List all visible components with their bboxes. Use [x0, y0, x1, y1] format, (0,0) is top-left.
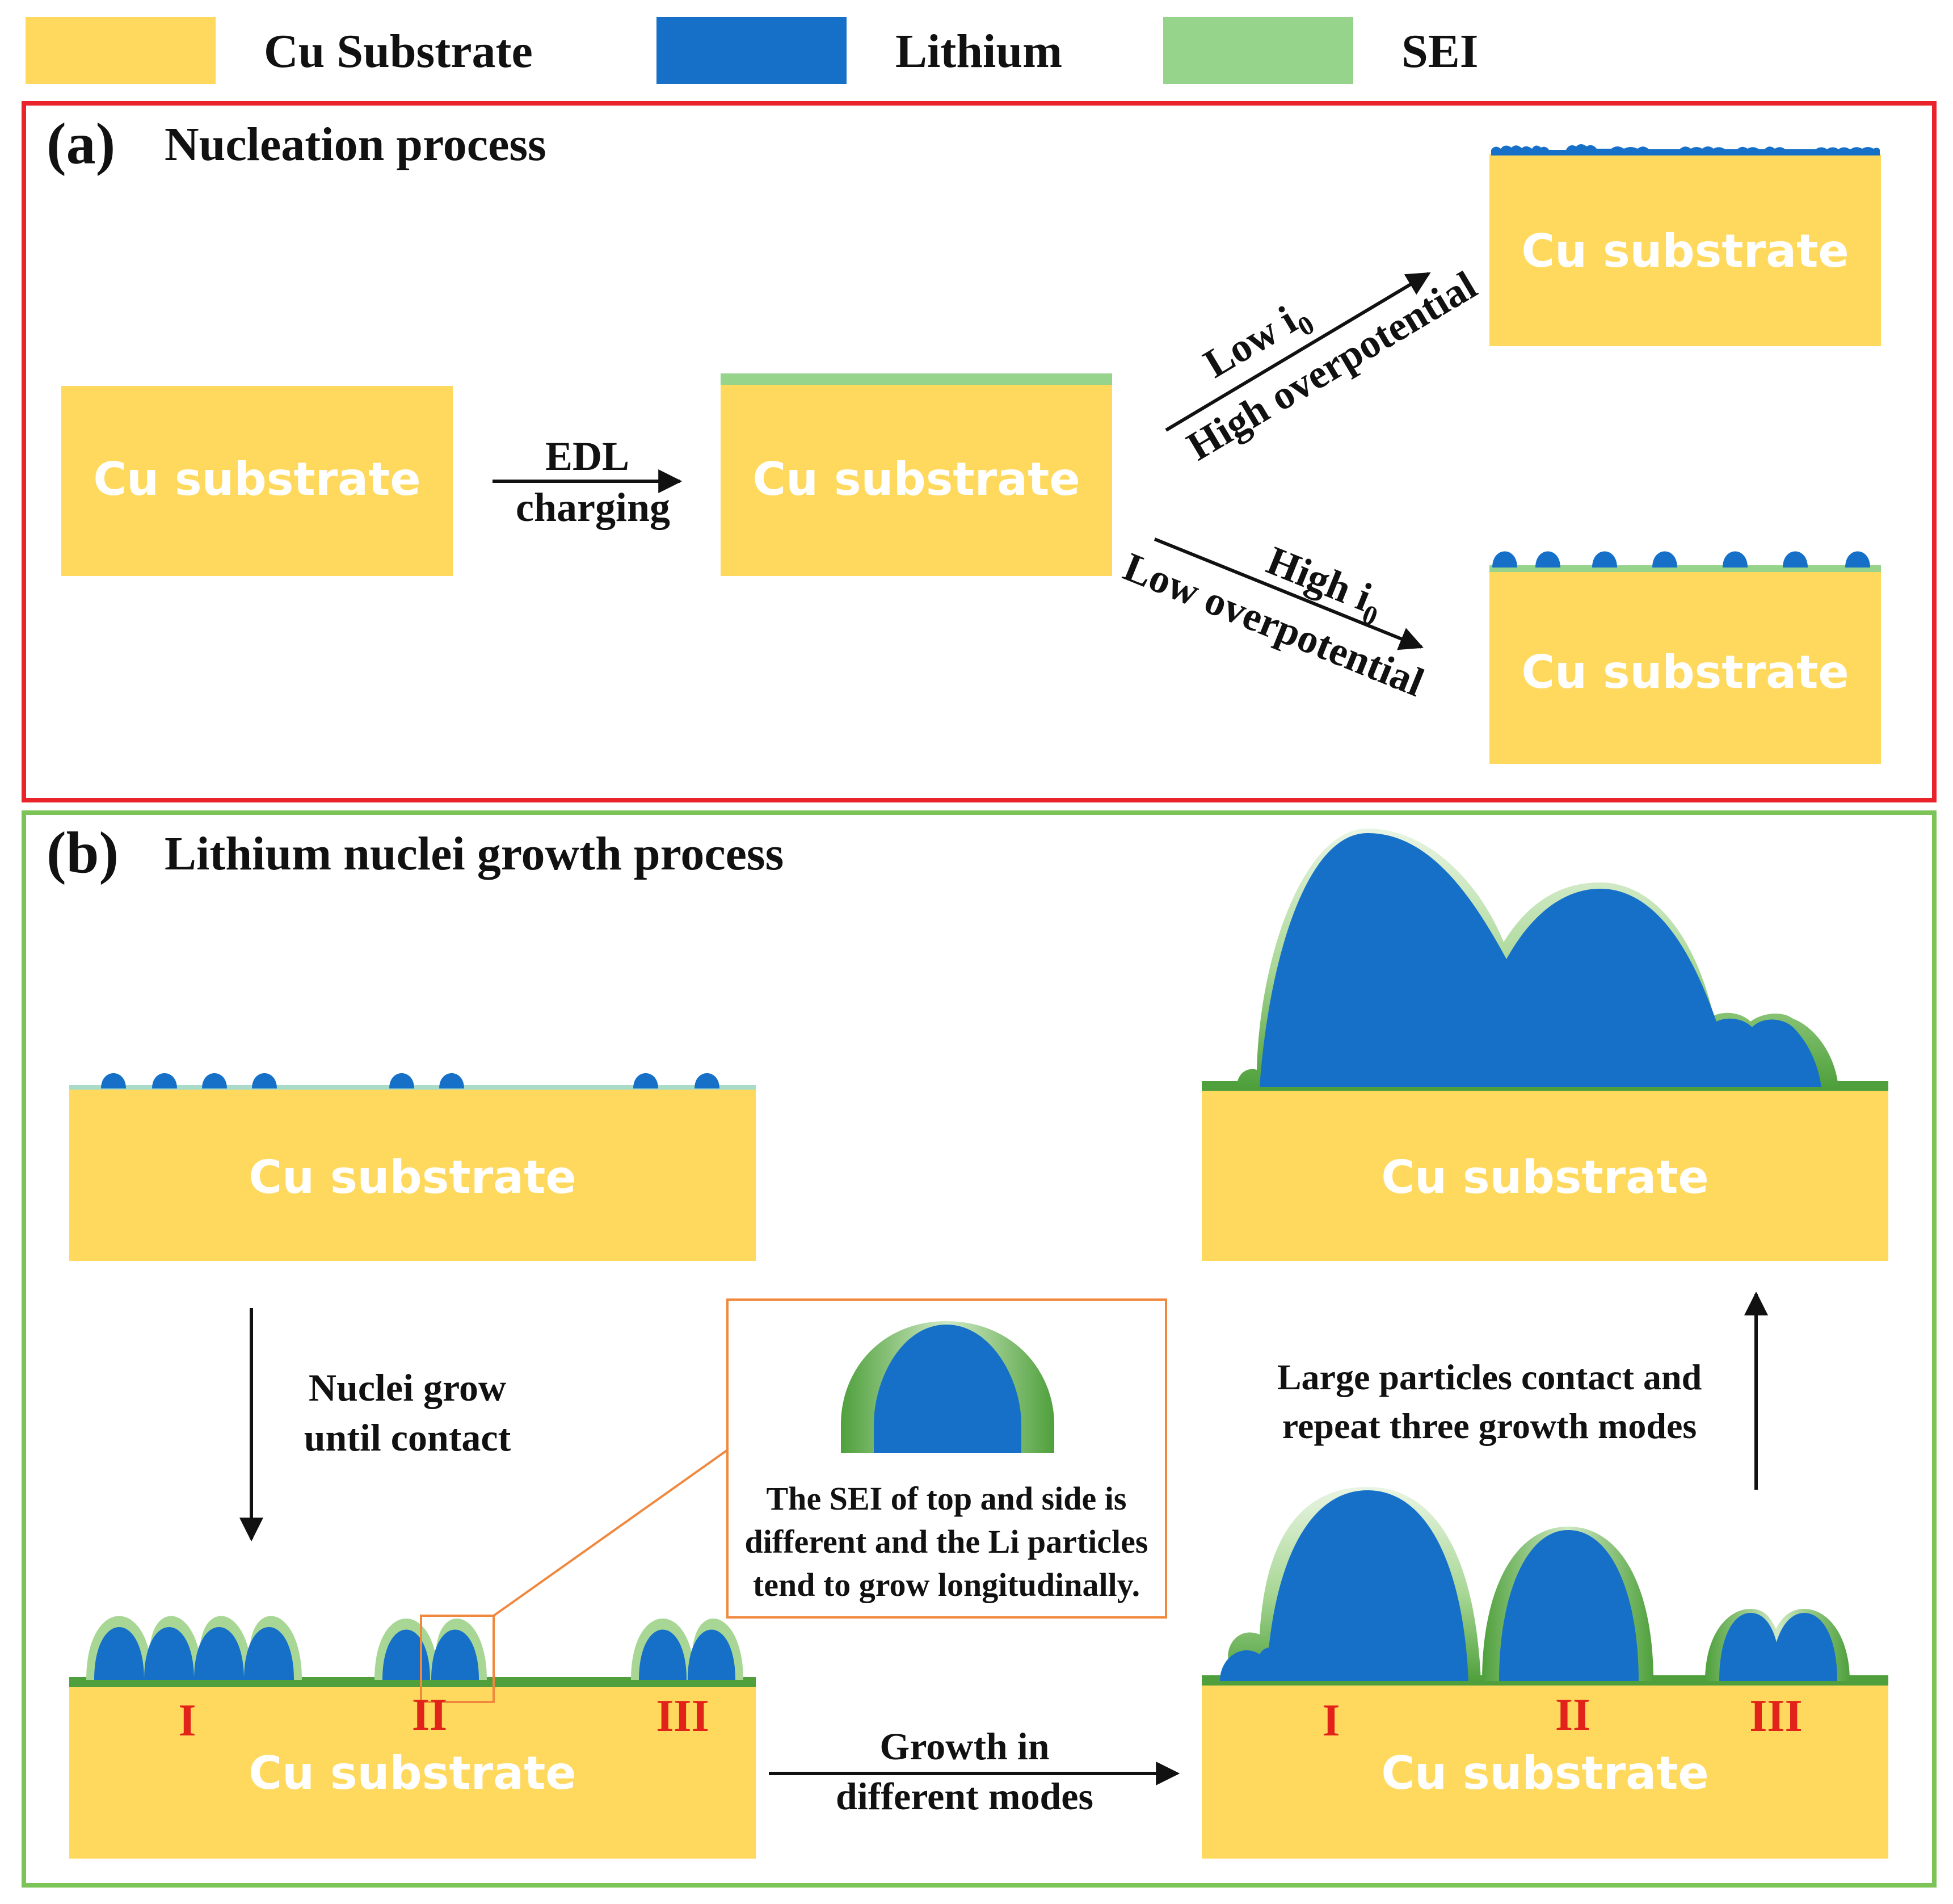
- panel-b-title: Lithium nuclei growth process: [165, 827, 784, 880]
- li-particle: [144, 1627, 194, 1680]
- legend: Cu Substrate Lithium SEI: [26, 17, 1478, 84]
- substrate-a4-group: Cu substrate: [1489, 551, 1881, 764]
- panel-b-letter: (b): [47, 820, 119, 885]
- mode-label-b2-iii: III: [656, 1691, 709, 1741]
- li-nucleus: [101, 1073, 126, 1088]
- arrow-growth-line2: different modes: [836, 1775, 1093, 1818]
- substrate-b2-group: I II III Cu substrate: [69, 1615, 756, 1859]
- li-particle: [639, 1629, 687, 1680]
- substrate-b1-group: Cu substrate: [69, 1073, 756, 1261]
- li-particle: [194, 1627, 244, 1680]
- substrate-a4-label: Cu substrate: [1521, 646, 1849, 699]
- substrate-a3-group: Cu substrate: [1489, 144, 1881, 346]
- legend-label-cu: Cu Substrate: [264, 25, 533, 78]
- li-nucleus: [1723, 551, 1748, 568]
- substrate-a1: [61, 386, 453, 576]
- arrow-nuclei-line1: Nuclei grow: [309, 1366, 506, 1409]
- mode-label-b3-ii: II: [1555, 1690, 1590, 1740]
- li-particle: [688, 1629, 735, 1680]
- panel-b-frame: [22, 810, 1937, 1888]
- sparse-nuclei: [1492, 551, 1870, 568]
- callout: The SEI of top and side is different and…: [493, 1298, 1167, 1619]
- panel-a: (a) Nucleation process Cu substrate EDL …: [22, 101, 1937, 802]
- li-nucleus: [1783, 551, 1808, 568]
- arrow-nuclei-line2: until contact: [304, 1416, 511, 1459]
- callout-connector: [493, 1449, 729, 1617]
- particle-b3-i-li: [1266, 1490, 1468, 1681]
- substrate-a2-label: Cu substrate: [752, 453, 1080, 506]
- li-nucleus: [1652, 551, 1677, 568]
- legend-swatch-sei: [1163, 17, 1353, 84]
- contact-clusters: [86, 1616, 743, 1680]
- li-nucleus: [389, 1073, 414, 1088]
- arrow-high-i0: [1154, 537, 1424, 650]
- substrate-b3-label: Cu substrate: [1381, 1747, 1708, 1800]
- li-nucleus: [152, 1073, 177, 1088]
- mode-label-b3-i: I: [1322, 1696, 1340, 1746]
- arrow-edl-line2: charging: [516, 485, 670, 530]
- li-nucleus: [1845, 551, 1870, 568]
- panel-a-frame: [22, 101, 1937, 802]
- small-nuclei: [101, 1073, 719, 1088]
- particle-b3-ii-li: [1499, 1530, 1639, 1681]
- substrate-a1-label: Cu substrate: [93, 453, 420, 506]
- li-nucleus: [439, 1073, 464, 1088]
- li-nucleus: [1535, 551, 1560, 568]
- li-nucleus: [695, 1073, 719, 1088]
- panel-a-title: Nucleation process: [165, 118, 546, 171]
- li-particle: [94, 1627, 144, 1680]
- substrate-b4-label: Cu substrate: [1381, 1151, 1708, 1204]
- legend-swatch-lithium: [656, 17, 847, 84]
- li-nucleus: [1592, 551, 1617, 568]
- arrow-large-line2: repeat three growth modes: [1282, 1406, 1697, 1446]
- arrow-edl-line1: EDL: [545, 434, 629, 479]
- li-particle: [382, 1629, 430, 1680]
- li-particle: [244, 1627, 294, 1680]
- arrow-growth-line1: Growth in: [879, 1725, 1049, 1768]
- panel-b: (b) Lithium nuclei growth process Cu sub…: [22, 810, 1937, 1888]
- merged-particles-li: [1260, 833, 1821, 1087]
- substrate-b4-group: Cu substrate: [1202, 829, 1888, 1261]
- substrate-b3: [1202, 1686, 1888, 1859]
- li-particle: [431, 1629, 479, 1680]
- substrate-a2: [721, 385, 1112, 576]
- li-nucleus: [202, 1073, 227, 1088]
- callout-text-3: tend to grow longitudinally.: [753, 1566, 1140, 1603]
- arrow-low-i0-labels: Low i0 High overpotential: [1179, 262, 1484, 469]
- mode-label-b2-i: I: [178, 1696, 196, 1746]
- callout-particle-li: [874, 1325, 1021, 1453]
- substrate-b1: [69, 1090, 756, 1261]
- substrate-a3: [1489, 154, 1881, 346]
- substrate-a3-label: Cu substrate: [1521, 225, 1849, 278]
- substrate-b4: [1202, 1091, 1888, 1261]
- arrow-large-line1: Large particles contact and: [1277, 1357, 1702, 1397]
- legend-label-sei: SEI: [1401, 25, 1478, 78]
- panel-a-letter: (a): [47, 111, 115, 176]
- arrow-high-i0-labels: High i0 Low overpotential: [1117, 537, 1430, 705]
- legend-label-lithium: Lithium: [895, 25, 1062, 78]
- li-nucleus: [633, 1073, 658, 1088]
- substrate-a4: [1489, 572, 1881, 764]
- particle-b3-iii-li-2: [1771, 1613, 1837, 1681]
- li-nucleus: [252, 1073, 277, 1088]
- particle-b3-iii-li-1: [1719, 1613, 1781, 1681]
- arrow-low-i0: [1165, 272, 1431, 432]
- substrate-b3-group: I II III Cu substrate: [1202, 1487, 1888, 1859]
- mode-label-b3-iii: III: [1749, 1691, 1802, 1741]
- dense-li-layer: [1491, 144, 1880, 155]
- zoom-box: [420, 1615, 495, 1703]
- legend-swatch-cu: [26, 17, 216, 84]
- sei-layer-a2: [721, 373, 1112, 385]
- li-nucleus: [1492, 551, 1517, 568]
- callout-text-2: different and the Li particles: [745, 1523, 1148, 1560]
- substrate-b1-label: Cu substrate: [249, 1151, 576, 1204]
- callout-text-1: The SEI of top and side is: [767, 1480, 1127, 1517]
- mode-label-b2-ii: II: [412, 1690, 447, 1740]
- substrate-b2-label: Cu substrate: [249, 1747, 576, 1800]
- substrate-b2: [69, 1687, 756, 1859]
